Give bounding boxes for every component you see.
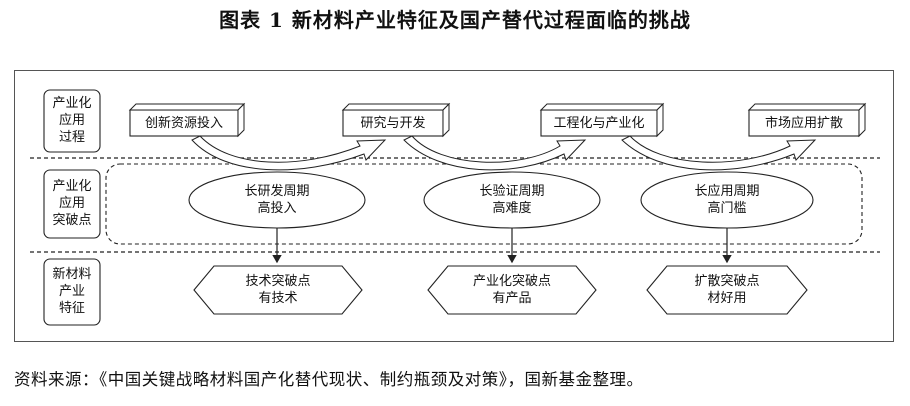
- process-step-label-3: 工程化与产业化: [553, 116, 645, 131]
- challenge-label-2: 长验证周期 高难度: [424, 183, 600, 217]
- row-label-breakthrough-line-1: 产业化: [52, 179, 92, 194]
- row-label-breakthrough-line-3: 突破点: [52, 213, 92, 228]
- row-label-process-line-1: 产业化: [52, 96, 92, 111]
- row-label-breakthrough: 产业化 应用 突破点: [44, 178, 100, 229]
- row-label-features-line-1: 新材料: [52, 267, 92, 282]
- feature-label-2: 产业化突破点 有产品: [428, 273, 596, 307]
- process-arrow-1: [191, 135, 387, 171]
- process-box-1: [128, 102, 246, 138]
- feature-2-line-2: 有产品: [492, 291, 532, 306]
- challenge-label-1: 长研发周期 高投入: [189, 183, 365, 217]
- feature-label-3: 扩散突破点 材好用: [647, 273, 807, 307]
- feature-3-line-2: 材好用: [707, 291, 747, 306]
- challenge-2-line-1: 长验证周期: [479, 184, 545, 199]
- feature-hexagon-2: [427, 265, 597, 315]
- row-label-features-line-3: 特征: [58, 301, 85, 316]
- challenge-3-line-1: 长应用周期: [694, 184, 760, 199]
- feature-label-1: 技术突破点 有技术: [194, 273, 362, 307]
- feature-hexagon-3: [646, 265, 808, 315]
- challenge-1-line-2: 高投入: [257, 201, 297, 216]
- challenge-3-line-2: 高门槛: [707, 201, 747, 216]
- figure-title: 图表 1 新材料产业特征及国产替代过程面临的挑战: [219, 8, 691, 32]
- process-step-label-4: 市场应用扩散: [764, 116, 843, 131]
- feature-hexagon-1: [193, 265, 363, 315]
- process-box-2: [341, 102, 451, 138]
- challenge-2-line-2: 高难度: [492, 201, 532, 216]
- source-note: 资料来源：《中国关键战略材料国产化替代现状、制约瓶颈及对策》，国新基金整理。: [14, 370, 644, 389]
- feature-2-line-1: 产业化突破点: [472, 274, 551, 289]
- row-label-process-line-2: 应用: [58, 113, 85, 128]
- process-arrow-3: [621, 135, 817, 171]
- row-label-features-line-2: 产业: [58, 284, 85, 299]
- row-label-box-1: [43, 89, 101, 153]
- row-label-box-3: [43, 258, 101, 326]
- feature-3-line-1: 扩散突破点: [694, 274, 760, 289]
- process-step-label-1: 创新资源投入: [144, 116, 223, 131]
- diagram-frame: [14, 70, 894, 342]
- feature-1-line-1: 技术突破点: [245, 274, 311, 289]
- process-box-3: [539, 102, 665, 138]
- row-label-breakthrough-line-2: 应用: [58, 196, 85, 211]
- row-label-features: 新材料 产业 特征: [44, 266, 100, 317]
- process-step-label-2: 研究与开发: [360, 116, 426, 131]
- process-arrow-2: [403, 135, 587, 171]
- process-box-4: [747, 102, 867, 138]
- challenge-1-line-1: 长研发周期: [244, 184, 310, 199]
- feature-1-line-2: 有技术: [258, 291, 298, 306]
- row-label-box-2: [43, 169, 101, 239]
- challenge-label-3: 长应用周期 高门槛: [641, 183, 813, 217]
- row-label-process-line-3: 过程: [58, 130, 85, 145]
- row-label-process: 产业化 应用 过程: [44, 95, 100, 146]
